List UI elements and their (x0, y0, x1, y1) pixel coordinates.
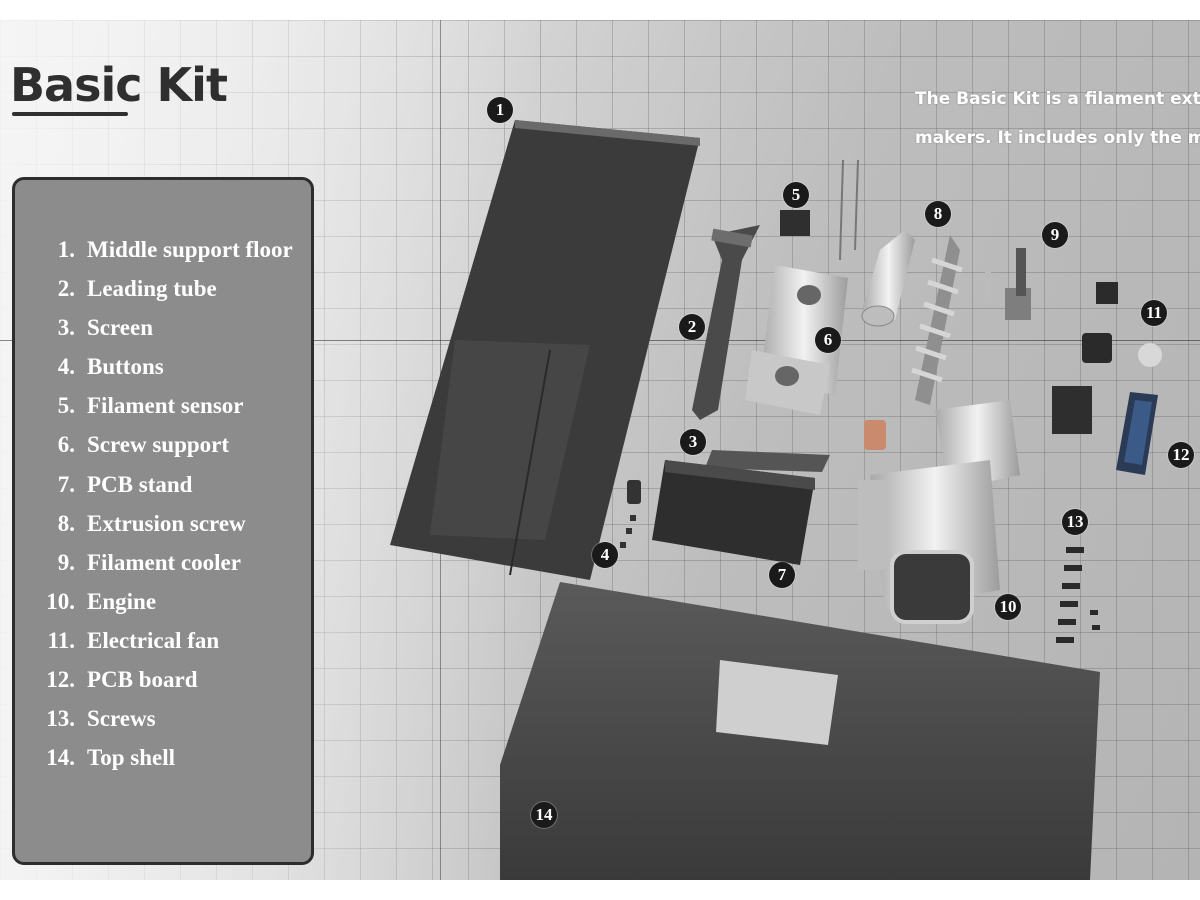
leading-tube (692, 225, 760, 420)
item-number: 14. (46, 745, 75, 771)
marker-5: 5 (783, 182, 809, 208)
marker-3: 3 (680, 429, 706, 455)
item-label: Engine (87, 588, 157, 614)
list-item: 10. Engine (33, 582, 311, 621)
item-number: 12. (46, 667, 75, 693)
marker-11: 11 (1141, 300, 1167, 326)
item-label: Screws (87, 706, 156, 732)
list-item: 6. Screw support (33, 425, 311, 464)
marker-13: 13 (1062, 509, 1088, 535)
item-label: Electrical fan (87, 627, 220, 653)
item-number: 1. (57, 237, 75, 262)
photo-canvas: Basic Kit The Basic Kit is a filament ex… (0, 20, 1200, 880)
top-shell-part (500, 582, 1100, 880)
item-label: Screen (87, 315, 154, 341)
list-item: 1. Middle support floor (33, 230, 311, 269)
item-number: 10. (46, 588, 75, 614)
marker-4: 4 (592, 542, 618, 568)
list-item: 2. Leading tube (33, 269, 311, 308)
marker-7: 7 (769, 562, 795, 588)
marker-10: 10 (995, 594, 1021, 620)
list-item: 11. Electrical fan (33, 621, 311, 660)
item-label: PCB board (87, 667, 198, 693)
buttons-part (620, 480, 641, 548)
list-item: 14. Top shell (33, 738, 311, 777)
marker-12: 12 (1168, 442, 1194, 468)
item-number: 6. (57, 432, 75, 458)
list-item: 8. Extrusion screw (33, 504, 311, 543)
marker-8: 8 (925, 201, 951, 227)
electrical-fan-part (1052, 282, 1162, 434)
marker-9: 9 (1042, 222, 1068, 248)
marker-14: 14 (531, 802, 557, 828)
item-label: Filament cooler (87, 549, 241, 575)
item-label: PCB stand (87, 471, 193, 497)
kit-description: The Basic Kit is a filament extrude make… (915, 80, 1200, 158)
parts-legend-panel: 1. Middle support floor 2. Leading tube 3.… (12, 177, 314, 865)
item-number: 2. (57, 276, 75, 302)
item-label: Middle support floor (87, 237, 293, 262)
list-item: 13. Screws (33, 699, 311, 738)
marker-6: 6 (815, 327, 841, 353)
parts-illustration (390, 120, 1162, 880)
list-item: 5. Filament sensor (33, 386, 311, 425)
item-number: 9. (57, 549, 75, 575)
page-title: Basic Kit (10, 58, 228, 112)
item-number: 4. (57, 354, 75, 380)
middle-support-floor (390, 120, 700, 580)
nozzle-cylinder (861, 230, 915, 327)
pcb-board-part (1116, 392, 1158, 475)
marker-2: 2 (679, 314, 705, 340)
description-line: The Basic Kit is a filament extrude (915, 89, 1200, 109)
screws-part (1056, 547, 1100, 643)
item-number: 8. (57, 510, 75, 536)
list-item: 3. Screen (33, 308, 311, 347)
list-item: 12. PCB board (33, 660, 311, 699)
item-number: 3. (57, 315, 75, 341)
extrusion-screw-part (864, 235, 963, 450)
item-label: Buttons (87, 354, 164, 380)
screw-support-part (745, 265, 848, 415)
item-number: 5. (57, 393, 75, 419)
marker-1: 1 (487, 97, 513, 123)
screen-part (705, 450, 830, 472)
list-item: 9. Filament cooler (33, 543, 311, 582)
item-label: Top shell (87, 745, 176, 771)
pcb-stand-part (652, 460, 815, 565)
list-item: 4. Buttons (33, 347, 311, 386)
list-item: 7. PCB stand (33, 465, 311, 504)
item-label: Leading tube (87, 276, 217, 302)
item-label: Screw support (87, 432, 230, 458)
item-number: 11. (47, 627, 75, 653)
filament-sensor-part (780, 159, 859, 261)
description-line: makers. It includes only the mech (915, 128, 1200, 148)
item-label: Filament sensor (87, 393, 244, 419)
item-label: Extrusion screw (87, 510, 246, 536)
item-number: 7. (57, 471, 75, 497)
title-underline (12, 112, 128, 116)
engine-part (858, 400, 1020, 624)
item-number: 13. (46, 706, 75, 732)
parts-list: 1. Middle support floor 2. Leading tube 3.… (15, 180, 311, 777)
filament-cooler-part (985, 248, 1031, 320)
